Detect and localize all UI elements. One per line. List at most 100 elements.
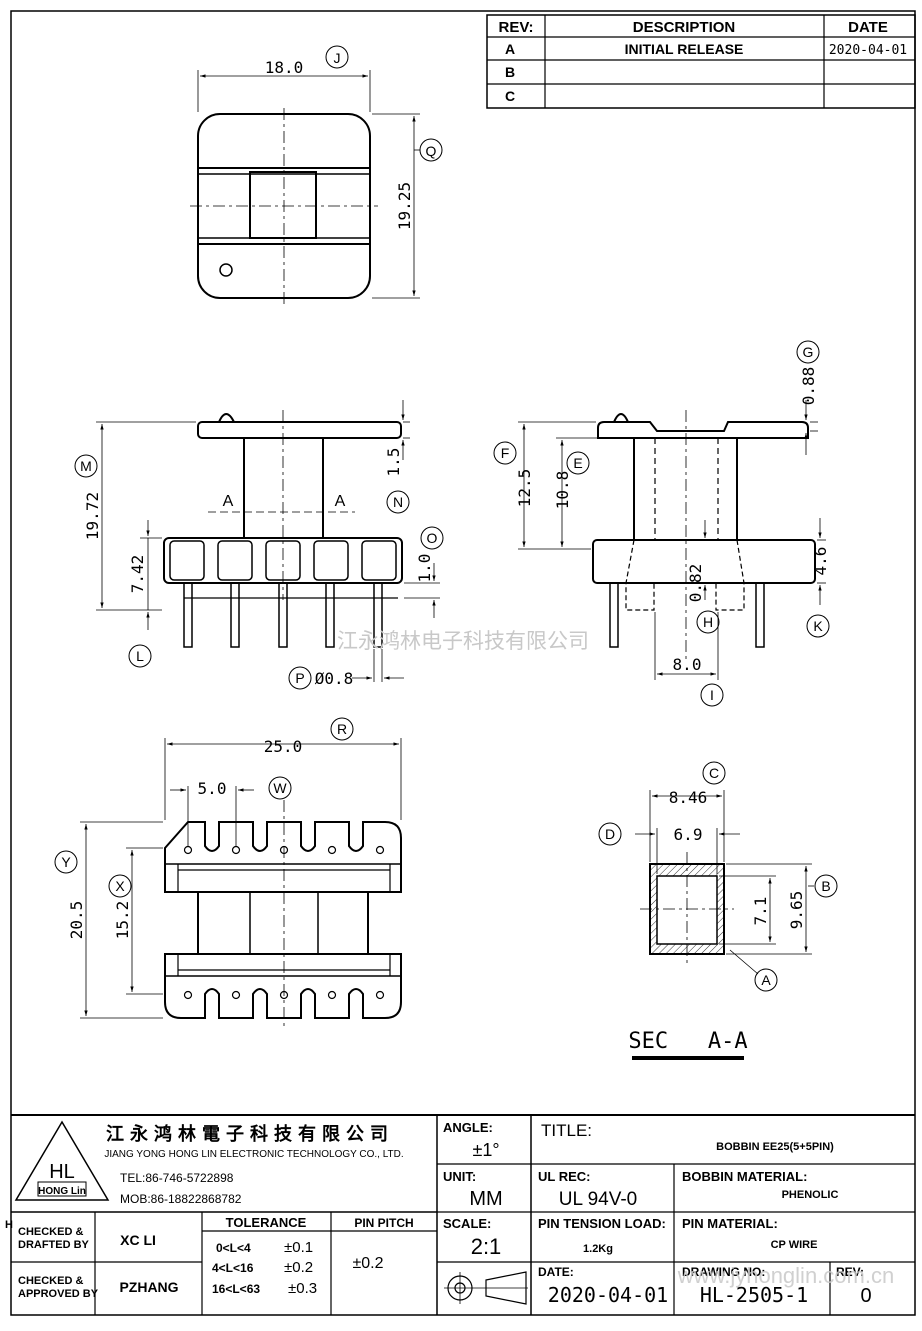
checked-drafted-label-2: DRAFTED BY [18, 1239, 90, 1251]
dim-7-42: 7.42 [128, 555, 147, 594]
dim-8-0: 8.0 [673, 655, 702, 674]
dim-pin-dia: Ø0.8 [315, 669, 354, 688]
dim-25-0: 25.0 [264, 737, 303, 756]
tolerance-range-3: 16<L<63 [212, 1282, 260, 1296]
scale-value: 2:1 [471, 1234, 502, 1259]
bobbin-material-label: BOBBIN MATERIAL: [682, 1169, 807, 1184]
tag-i: I [710, 687, 714, 703]
dim-1-0: 1.0 [415, 554, 434, 583]
front-view [74, 400, 444, 690]
tag-h: H [703, 614, 713, 630]
rev-a: A [505, 41, 515, 57]
rev-b: B [505, 64, 515, 80]
pin-material-label: PIN MATERIAL: [682, 1216, 778, 1231]
tag-p: P [295, 670, 304, 686]
description-header: DESCRIPTION [633, 19, 736, 36]
rev-label: REV: [836, 1265, 864, 1279]
dim-9-65: 9.65 [787, 891, 806, 930]
date-label: DATE: [538, 1265, 574, 1279]
tag-w: W [273, 780, 287, 796]
bobbin-material-value: PHENOLIC [782, 1189, 839, 1201]
section-mark-left: A [223, 493, 234, 510]
checked-drafted-label-1: CHECKED & [18, 1226, 83, 1238]
section-mark-right: A [335, 493, 346, 510]
company-tel: TEL:86-746-5722898 [120, 1171, 234, 1185]
company-name-cn: 江永鸿林電子科技有限公司 [106, 1123, 394, 1144]
tag-l: L [136, 648, 144, 664]
dim-20-5: 20.5 [67, 901, 86, 940]
dim-12-5: 12.5 [515, 469, 534, 508]
pin-pitch-value: ±0.2 [352, 1255, 383, 1272]
ul-label: UL REC: [538, 1169, 590, 1184]
dim-6-9: 6.9 [674, 825, 703, 844]
tag-x: X [115, 878, 125, 894]
checked-drafted-value: XC LI [120, 1232, 156, 1248]
pin-tension-value: 1.2Kg [583, 1243, 613, 1255]
tag-k: K [813, 618, 823, 634]
tag-n: N [393, 494, 403, 510]
rev-header: REV: [498, 19, 533, 36]
tolerance-range-2: 4<L<16 [212, 1261, 254, 1275]
dim-0-88: 0.88 [799, 367, 818, 406]
pin-pitch-label: PIN PITCH [354, 1216, 413, 1230]
side-mark: H [5, 1219, 13, 1231]
tag-y: Y [61, 854, 71, 870]
pin-tension-label: PIN TENSION LOAD: [538, 1216, 666, 1231]
tag-f: F [501, 445, 510, 461]
logo-subtext: HONG Lin [38, 1186, 86, 1197]
angle-value: ±1° [472, 1140, 499, 1160]
dim-10-8: 10.8 [553, 471, 572, 510]
dim-8-46: 8.46 [669, 788, 708, 807]
company-name-en: JIANG YONG HONG LIN ELECTRONIC TECHNOLOG… [104, 1149, 403, 1160]
ul-value: UL 94V-0 [559, 1189, 638, 1210]
logo-text: HL [49, 1161, 75, 1183]
dim-0-82: 0.82 [686, 564, 705, 603]
tag-a-section: A [761, 972, 771, 988]
bottom-view [54, 717, 402, 1030]
tag-e: E [573, 455, 582, 471]
dim-height-19-25: 19.25 [395, 182, 414, 230]
unit-value: MM [469, 1188, 502, 1210]
title-label: TITLE: [541, 1121, 592, 1140]
rev-a-date: 2020-04-01 [829, 43, 907, 58]
dim-4-6: 4.6 [811, 547, 830, 576]
tolerance-label: TOLERANCE [226, 1215, 307, 1230]
dim-width-18: 18.0 [265, 58, 304, 77]
date-value: 2020-04-01 [548, 1283, 668, 1307]
section-a-a [598, 761, 838, 1060]
drawing-no-label: DRAWING NO: [682, 1265, 765, 1279]
tolerance-value-3: ±0.3 [288, 1280, 317, 1297]
tag-c: C [709, 765, 719, 781]
checked-approved-label-2: APPROVED BY [18, 1288, 99, 1300]
company-mob: MOB:86-18822868782 [120, 1192, 242, 1206]
dim-19-72: 19.72 [83, 492, 102, 540]
tag-o: O [427, 530, 438, 546]
url-watermark: www.jyhonglin.com.cn [677, 1263, 894, 1288]
tag-d-section: D [605, 826, 615, 842]
title-value: BOBBIN EE25(5+5PIN) [716, 1141, 834, 1153]
pin-material-value: CP WIRE [771, 1239, 818, 1251]
tag-q: Q [426, 143, 437, 159]
dim-15-2: 15.2 [113, 901, 132, 940]
date-header: DATE [848, 19, 888, 36]
angle-label: ANGLE: [443, 1120, 493, 1135]
tolerance-value-2: ±0.2 [284, 1259, 313, 1276]
tag-r: R [337, 721, 347, 737]
company-watermark: 江永鸿林电子科技有限公司 [337, 630, 589, 653]
rev-c: C [505, 88, 515, 104]
revision-table: REV: DESCRIPTION DATE A INITIAL RELEASE … [486, 14, 916, 109]
tag-m: M [80, 458, 92, 474]
sheet-border [10, 10, 916, 1316]
tag-j: J [334, 50, 341, 66]
drawing-no-value: HL-2505-1 [700, 1283, 808, 1307]
rev-a-description: INITIAL RELEASE [625, 41, 744, 57]
top-view [190, 45, 443, 306]
tolerance-value-1: ±0.1 [284, 1239, 313, 1256]
tag-b: B [821, 878, 830, 894]
title-block-grid [11, 1114, 915, 1315]
side-view [493, 340, 830, 707]
checked-approved-value: PZHANG [119, 1279, 178, 1295]
checked-approved-label-1: CHECKED & [18, 1275, 83, 1287]
tolerance-range-1: 0<L<4 [216, 1241, 251, 1255]
